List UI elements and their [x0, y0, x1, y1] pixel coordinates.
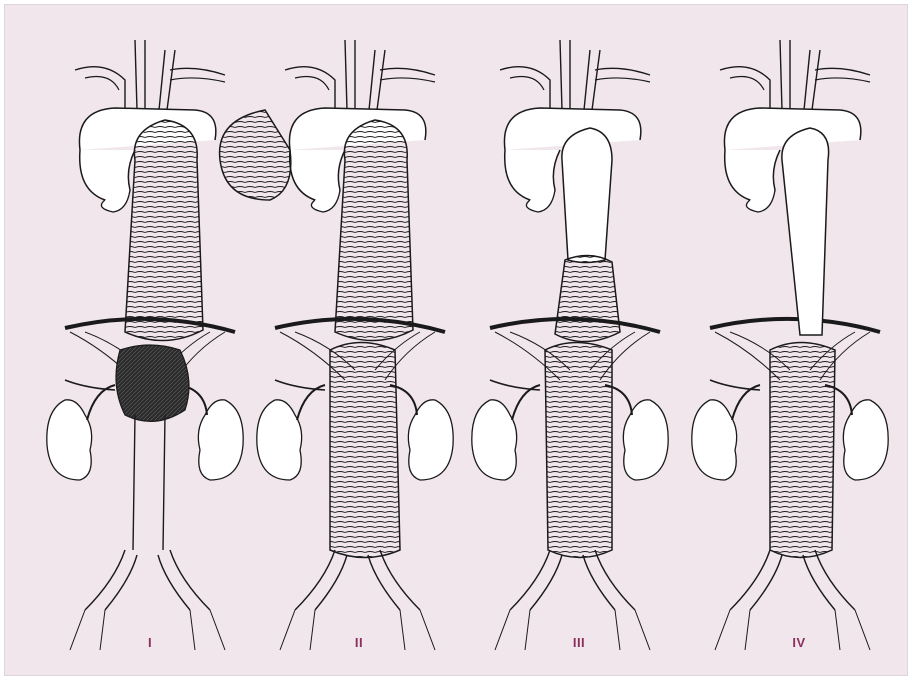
panel-type-i — [47, 40, 243, 650]
aneurysm-illustration — [5, 5, 909, 677]
panel-type-iv — [692, 40, 888, 650]
panel-type-iii — [472, 40, 668, 650]
label-type-i: I — [148, 635, 152, 650]
label-type-ii: II — [355, 635, 363, 650]
label-type-iv: IV — [792, 635, 805, 650]
figure-panel: I II III IV — [4, 4, 908, 676]
label-type-iii: III — [573, 635, 585, 650]
panel-type-ii — [220, 40, 454, 650]
